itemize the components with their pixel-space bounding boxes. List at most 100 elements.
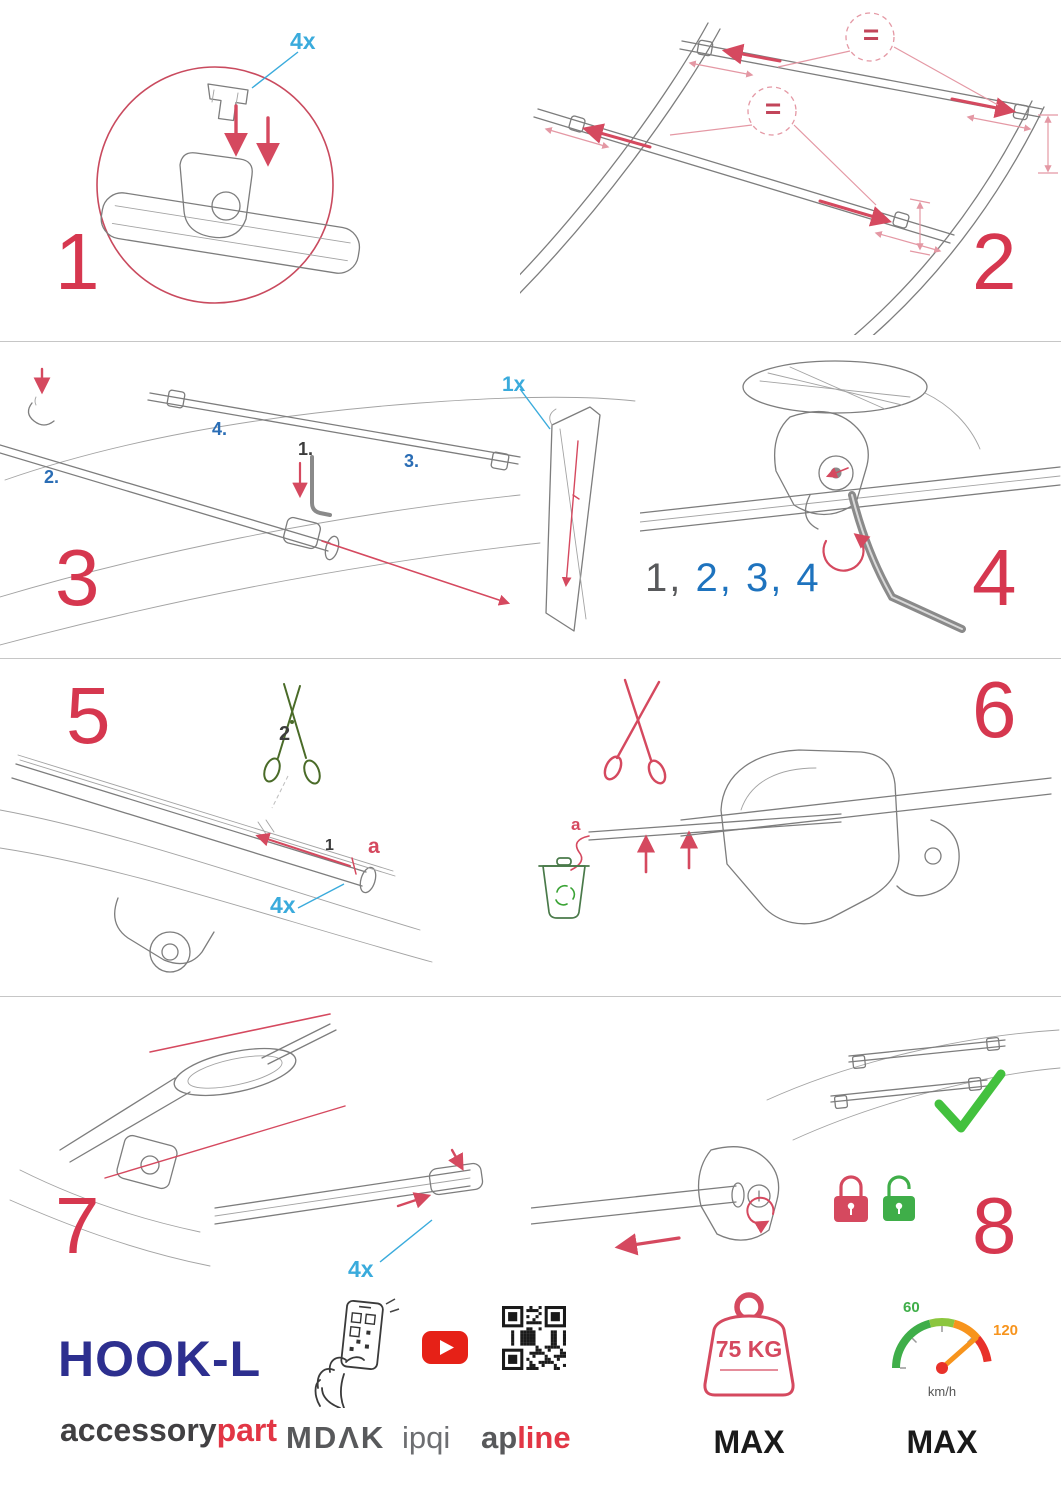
phone-scan-icon <box>314 1298 400 1408</box>
section-divider-1 <box>0 341 1061 342</box>
section-divider-3 <box>0 996 1061 997</box>
qty-leader-line <box>379 1219 433 1263</box>
speed-unit-label: km/h <box>927 1384 957 1399</box>
qr-code <box>502 1306 566 1370</box>
step-1-qty-label: 4x <box>290 28 316 54</box>
speed-low-label: 60 <box>903 1299 920 1316</box>
logo-apline-red: line <box>517 1420 571 1455</box>
step-2-number: 2 <box>972 217 1017 306</box>
brand-red-part: part <box>216 1412 278 1448</box>
step-4-sequence: 1, 2, 3, 4 <box>645 556 821 601</box>
reference-line <box>104 1105 346 1179</box>
bracket-part <box>207 83 249 122</box>
measure-arrow <box>255 832 357 875</box>
clamp-bolt <box>211 191 241 221</box>
strip-curl <box>27 367 55 426</box>
allen-key-icon <box>822 491 966 633</box>
step-5-number: 5 <box>66 671 111 760</box>
finished-rack <box>766 1029 1061 1141</box>
gauge-needle <box>939 1335 979 1371</box>
youtube-icon <box>422 1331 468 1364</box>
speed-high-label: 120 <box>993 1322 1019 1339</box>
step-8-drawing <box>531 1029 1061 1256</box>
padlock-unlocked-icon <box>883 1175 915 1221</box>
cover-cap-part <box>680 749 1052 925</box>
step-1-number: 1 <box>55 217 100 306</box>
step-8-number: 8 <box>972 1181 1017 1270</box>
roof-lines <box>0 809 433 963</box>
rotate-arrow <box>822 533 871 572</box>
step-3-sub-2: 2. <box>44 467 60 487</box>
wind-fairing-part <box>545 406 601 632</box>
step-3-sub-3: 3. <box>404 451 420 471</box>
qty-leader-line <box>251 51 299 89</box>
sequence-steps-2-4: 2, 3, 4 <box>682 556 821 600</box>
crossbar-with-strip <box>11 754 396 894</box>
step-4-number: 4 <box>972 533 1017 622</box>
brand-logo: accessorypart <box>60 1412 277 1449</box>
step-3-drawing <box>0 367 636 646</box>
step-3-sub-4: 4. <box>212 419 228 439</box>
trash-recycle-icon <box>538 857 590 919</box>
roof-rails <box>520 22 1045 335</box>
padlock-locked-icon <box>834 1175 868 1222</box>
section-divider-2 <box>0 658 1061 659</box>
qty-leader-line <box>519 388 551 430</box>
step-3-sub-1: 1. <box>298 439 314 459</box>
clamp-body <box>179 152 253 239</box>
scissors-icon <box>263 683 321 785</box>
checkmark-icon <box>934 1069 1006 1133</box>
equal-badges <box>669 12 999 206</box>
step-5-qty-label: 4x <box>270 892 296 918</box>
weight-max-label: MAX <box>713 1424 785 1460</box>
step-5-dim-order: 1 <box>325 837 334 854</box>
zoom-circle-icon <box>96 66 334 304</box>
step-3-qty-label: 1x <box>502 373 526 396</box>
step-4-drawing <box>640 360 1061 633</box>
equal-badge-mid: = <box>764 93 782 124</box>
speedometer-icon <box>892 1318 992 1374</box>
step-5-drawing <box>0 683 433 973</box>
fairing-leader-arrow <box>321 540 511 606</box>
logo-mdak: MDΛK <box>286 1420 386 1455</box>
step-7-qty-label: 4x <box>348 1256 374 1282</box>
step-7-drawing <box>9 1013 484 1267</box>
step-6-number: 6 <box>972 665 1017 754</box>
roof-outline <box>0 396 636 646</box>
logo-apline-gray: ap <box>481 1420 518 1455</box>
step-2-drawing <box>520 12 1058 335</box>
scissors-icon <box>603 678 667 785</box>
clamp-foot <box>114 897 215 973</box>
crossbar-drawing <box>100 192 361 274</box>
product-name: HOOK-L <box>58 1331 262 1387</box>
weight-value: 75 KG <box>715 1336 783 1362</box>
speed-max-label: MAX <box>906 1424 978 1460</box>
step-6-dim-letter: a <box>571 815 581 834</box>
weight-icon <box>703 1292 795 1397</box>
dimension-arrows <box>544 60 1058 256</box>
step-6-drawing <box>538 678 1052 925</box>
insert-arrows <box>224 104 280 167</box>
step-7-number: 7 <box>55 1181 100 1270</box>
fitting-cup <box>742 360 981 450</box>
qty-leader-line <box>297 883 345 909</box>
step-3-number: 3 <box>55 533 100 622</box>
offcut-squiggle <box>570 835 590 871</box>
rear-crossbar <box>147 389 521 471</box>
hand <box>314 1356 365 1408</box>
bar-opening <box>9 1013 337 1267</box>
logo-apline: apline <box>481 1420 571 1456</box>
brand-gray-part: accessory <box>60 1412 217 1448</box>
step-1-drawing <box>96 51 361 304</box>
step-5-cut-order: 2 <box>279 723 291 745</box>
end-cap-install <box>214 1148 484 1225</box>
allen-key-icon <box>292 455 332 517</box>
lock-clamp <box>531 1146 780 1256</box>
front-crossbar <box>0 444 340 561</box>
logo-ipqi: ipqi <box>402 1420 451 1455</box>
equal-badge-top: = <box>862 19 880 50</box>
crossbar-front <box>533 108 955 244</box>
insert-arrows <box>636 830 699 874</box>
cut-line <box>271 775 289 809</box>
